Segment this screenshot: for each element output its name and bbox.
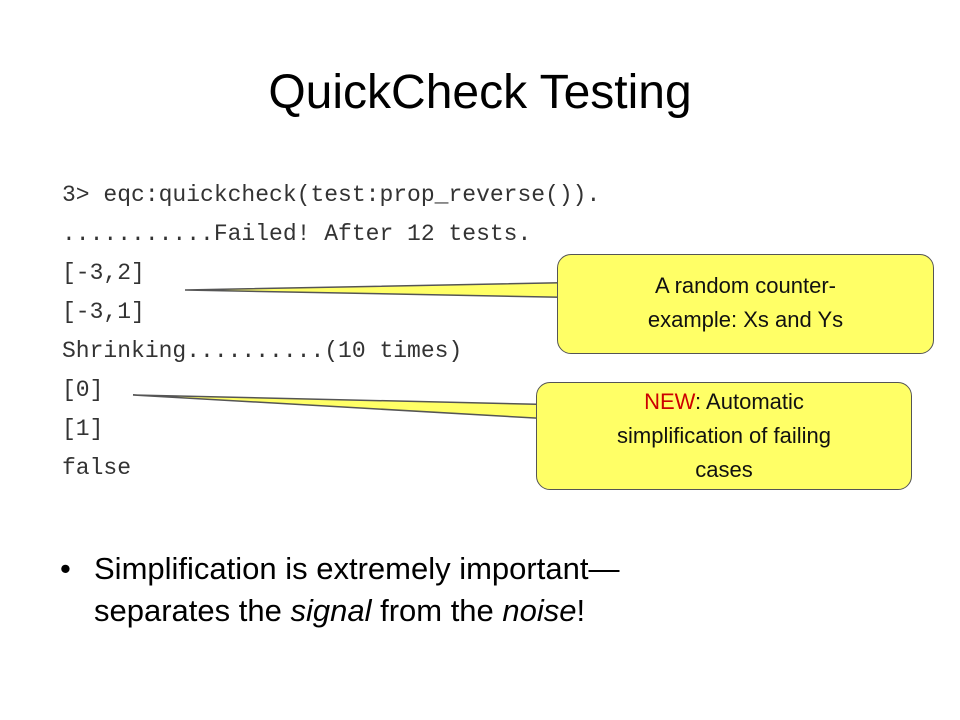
callout-line: example: Xs and Ys: [647, 307, 844, 332]
slide-title: QuickCheck Testing: [268, 66, 692, 119]
code-line: ...........Failed! After 12 tests.: [62, 221, 532, 247]
code-line: Shrinking..........(10 times): [62, 338, 463, 364]
callout-random-counterexample: A random counter- example: Xs and Ys: [557, 254, 934, 354]
code-line: [-3,1]: [62, 299, 145, 325]
callout-line-rest: : Automatic: [695, 389, 804, 414]
code-line: [-3,2]: [62, 260, 145, 286]
callout-automatic-simplification: NEW: Automatic simplification of failing…: [536, 382, 912, 490]
code-line: false: [62, 455, 132, 481]
new-label: NEW: [644, 389, 696, 414]
code-line: 3> eqc:quickcheck(test:prop_reverse()).: [62, 182, 601, 208]
bullet-text-part: from the: [371, 593, 503, 628]
callout-line: simplification of failing: [617, 423, 831, 448]
bullet-line: separates the signal from the noise!: [94, 590, 894, 632]
callout-pointer-2: [132, 394, 571, 421]
bullet-line: Simplification is extremely important—: [94, 551, 620, 586]
callout-line: NEW: Automatic: [537, 385, 911, 419]
callout-pointer-1: [184, 281, 601, 299]
code-line: [0]: [62, 377, 104, 403]
bullet-marker: •: [60, 551, 71, 586]
code-line: [1]: [62, 416, 104, 442]
code-block: 3> eqc:quickcheck(test:prop_reverse()). …: [62, 176, 600, 488]
callout-line: cases: [695, 457, 753, 482]
bullet-text: Simplification is extremely important— s…: [94, 548, 894, 632]
emphasis-signal: signal: [290, 593, 372, 628]
emphasis-noise: noise: [502, 593, 577, 628]
bullet-text-part: separates the: [94, 593, 291, 628]
bullet-text-part: !: [576, 593, 586, 628]
callout-line: A random counter-: [655, 273, 836, 298]
